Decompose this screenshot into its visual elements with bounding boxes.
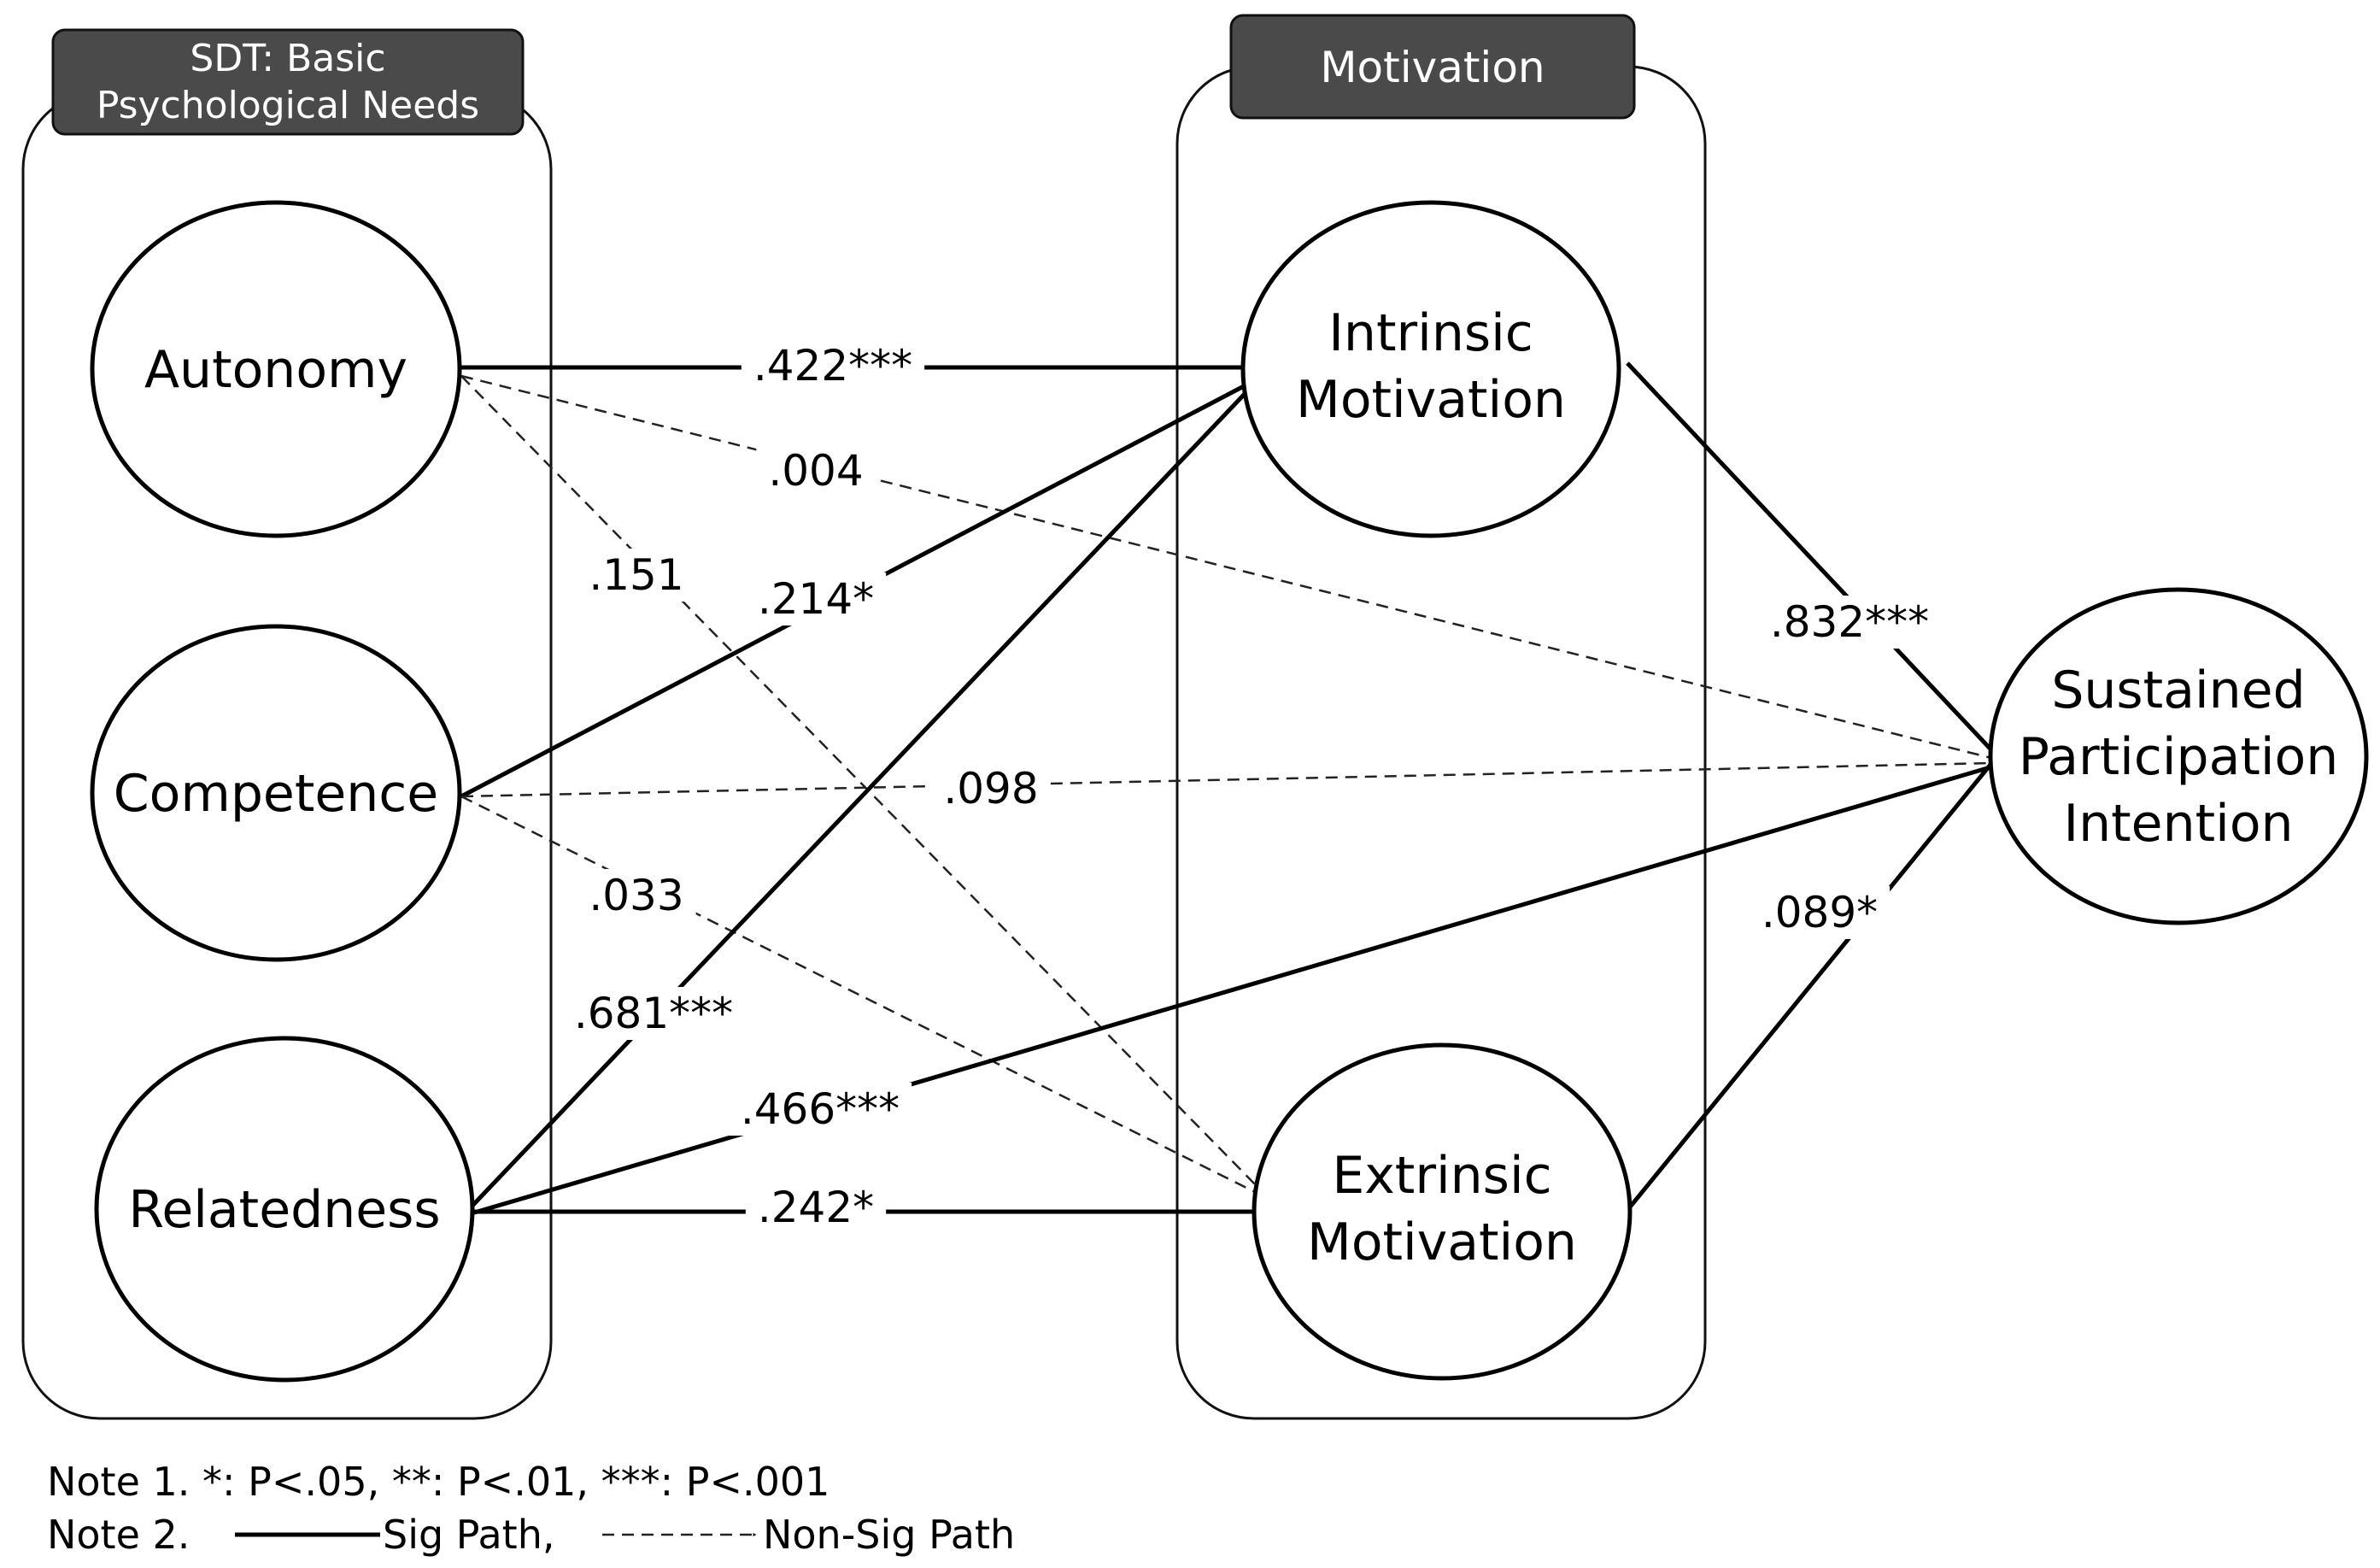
node-intrinsic-ellipse xyxy=(1240,200,1621,538)
node-extrinsic: Extrinsic Motivation xyxy=(1252,1042,1633,1381)
coefficient-relatedness-intention: .466*** xyxy=(741,1084,900,1134)
path-autonomy-intention xyxy=(460,374,1996,761)
coefficient-competence-intention: .098 xyxy=(943,764,1038,813)
legend-nonsig-label: Non-Sig Path xyxy=(763,1512,1015,1558)
needs-group-header-line-2: Psychological Needs xyxy=(97,84,479,127)
path-extrinsic-intention xyxy=(1627,755,1999,1211)
coefficient-background-relatedness-intention xyxy=(728,1083,912,1136)
node-relatedness-ellipse xyxy=(94,1036,475,1383)
needs-group: SDT: Basic Psychological Needs xyxy=(21,28,553,1420)
node-autonomy-label: Autonomy xyxy=(144,340,407,400)
coefficient-competence-intrinsic: .214* xyxy=(758,574,874,624)
coefficient-background-competence-intrinsic xyxy=(745,573,887,625)
motivation-group: Motivation xyxy=(1175,14,1707,1420)
coefficient-background-intrinsic-intention xyxy=(1757,596,1942,649)
node-intention: Sustained Participation Intention xyxy=(1988,587,2369,925)
coefficient-relatedness-extrinsic: .242* xyxy=(758,1183,874,1232)
node-intention-ellipse xyxy=(1988,587,2369,925)
note-1: Note 1. *: P<.05, **: P<.01, ***: P<.001 xyxy=(47,1459,829,1505)
coefficient-background-autonomy-intention xyxy=(756,444,876,497)
node-intention-label-line-1: Sustained xyxy=(2051,661,2305,720)
node-intrinsic-label-line-1: Intrinsic xyxy=(1328,303,1533,363)
node-relatedness: Relatedness xyxy=(94,1036,475,1383)
node-extrinsic-label-line-1: Extrinsic xyxy=(1332,1146,1551,1206)
path-coefficients: .422*** .004 .151 .214* .098 .033 .681***.466*… xyxy=(561,339,1942,1234)
path-autonomy-extrinsic xyxy=(460,375,1261,1190)
notes: Note 1. *: P<.05, **: P<.01, ***: P<.001… xyxy=(47,1459,1015,1558)
path-relatedness-intention xyxy=(471,764,1994,1216)
path-competence-extrinsic xyxy=(460,795,1261,1196)
coefficient-background-autonomy-extrinsic xyxy=(577,549,696,602)
node-extrinsic-label-line-2: Motivation xyxy=(1307,1213,1577,1272)
node-relatedness-label: Relatedness xyxy=(128,1180,440,1240)
needs-group-header-line-1: SDT: Basic xyxy=(190,37,385,80)
coefficient-competence-extrinsic: .033 xyxy=(589,871,683,920)
coefficient-autonomy-extrinsic: .151 xyxy=(589,550,683,600)
node-extrinsic-ellipse xyxy=(1252,1042,1633,1381)
node-intention-label-line-2: Participation xyxy=(2019,727,2339,787)
node-autonomy: Autonomy xyxy=(90,200,462,538)
coefficient-extrinsic-intention: .089* xyxy=(1762,888,1878,937)
path-relatedness-intrinsic xyxy=(470,376,1262,1208)
node-intention-label-line-3: Intention xyxy=(2063,794,2293,854)
legend-sig-label: Sig Path, xyxy=(383,1512,554,1558)
node-competence-label: Competence xyxy=(114,764,438,824)
node-intrinsic: Intrinsic Motivation xyxy=(1240,200,1621,538)
coefficient-relatedness-intrinsic: .681*** xyxy=(574,989,733,1038)
node-autonomy-ellipse xyxy=(90,200,462,538)
coefficient-background-autonomy-intrinsic xyxy=(741,339,925,392)
note-2-prefix: Note 2. xyxy=(47,1512,190,1558)
coefficient-background-competence-extrinsic xyxy=(577,869,696,922)
motivation-group-header-line-1: Motivation xyxy=(1320,43,1545,92)
path-intrinsic-intention xyxy=(1626,361,1999,758)
coefficient-intrinsic-intention: .832*** xyxy=(1770,597,1929,647)
node-intrinsic-label-line-2: Motivation xyxy=(1296,370,1566,430)
coefficient-background-relatedness-intrinsic xyxy=(561,987,746,1040)
node-competence-ellipse xyxy=(90,624,462,962)
coefficient-background-extrinsic-intention xyxy=(1749,886,1891,939)
path-competence-intention xyxy=(460,761,1994,798)
coefficient-background-relatedness-extrinsic xyxy=(745,1181,887,1234)
coefficient-background-competence-intention xyxy=(931,762,1051,815)
needs-group-header xyxy=(51,28,525,136)
paths xyxy=(460,361,1999,1216)
coefficient-autonomy-intrinsic: .422*** xyxy=(753,341,912,391)
node-competence: Competence xyxy=(90,624,462,962)
motivation-group-header xyxy=(1229,14,1636,120)
coefficient-autonomy-intention: .004 xyxy=(768,446,863,496)
